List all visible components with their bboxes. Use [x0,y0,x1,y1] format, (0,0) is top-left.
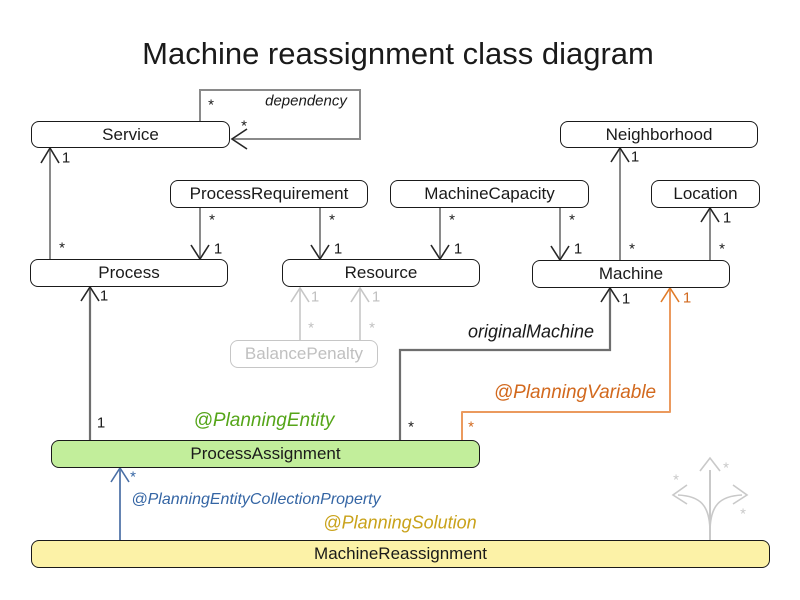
planning-variable-annotation: @PlanningVariable [493,382,657,403]
multiplicity-label-10: * [569,211,575,229]
association-balancepenalty-resource [290,286,370,340]
multiplicity-label-14: 1 [722,209,732,227]
multiplicity-label-29: * [740,505,746,523]
class-box-machine-capacity: MachineCapacity [390,180,589,208]
class-box-machine-reassignment: MachineReassignment [31,540,770,568]
planning-entity-collection-property-annotation: @PlanningEntityCollectionProperty [131,491,381,508]
association-machine-neighborhood [610,146,630,260]
multiplicity-label-24: * [468,418,474,436]
dependency-association [199,89,361,150]
association-processassignment-originalmachine [398,286,620,440]
multiplicity-label-16: 1 [310,288,320,306]
class-box-balance-penalty: BalancePenalty [230,340,378,368]
multiplicity-label-8: * [449,211,455,229]
multiplicity-label-5: 1 [213,240,223,258]
multiplicity-label-17: * [308,319,314,337]
multiplicity-label-25: 1 [682,289,692,307]
multiplicity-label-23: 1 [621,290,631,308]
diagram-title: Machine reassignment class diagram [142,36,654,71]
multiplicity-label-27: * [673,471,679,489]
association-machinereassignment-processassignment [110,466,130,540]
multiplicity-label-28: * [723,459,729,477]
multiplicity-label-21: 1 [96,414,106,432]
class-box-process: Process [30,259,228,287]
association-process-service [40,146,60,259]
association-machine-location [700,206,720,260]
association-planningvariable-machine [461,286,680,440]
class-box-process-requirement: ProcessRequirement [170,180,368,208]
multiplicity-label-22: * [408,418,414,436]
association-processrequirement-process [190,208,210,261]
multiplicity-label-4: * [209,211,215,229]
association-machinecapacity-resource [430,208,450,261]
multiplicity-label-3: * [59,239,65,257]
multiplicity-label-9: 1 [453,240,463,258]
class-box-location: Location [651,180,760,208]
association-processrequirement-resource [310,208,330,261]
class-box-neighborhood: Neighborhood [560,121,758,148]
multiplicity-label-2: 1 [61,149,71,167]
multiplicity-label-7: 1 [333,240,343,258]
original-machine-label: originalMachine [467,321,595,342]
class-box-resource: Resource [282,259,480,287]
multiplicity-label-6: * [329,211,335,229]
multiplicity-label-18: 1 [371,288,381,306]
class-box-service: Service [31,121,230,148]
multiplicity-label-12: 1 [630,148,640,166]
multiplicity-label-20: 1 [99,287,109,305]
multiplicity-label-0: * [208,96,214,114]
multiplicity-label-11: 1 [573,240,583,258]
multiplicity-label-1: * [241,117,247,135]
multiplicity-label-19: * [369,319,375,337]
dependency-label: dependency [265,92,347,110]
multiplicity-label-15: * [719,240,725,258]
planning-solution-annotation: @PlanningSolution [323,512,477,533]
planning-entity-annotation: @PlanningEntity [193,410,335,431]
association-processassignment-process [80,285,100,440]
multiplicity-label-26: * [130,468,136,486]
decorative-branch-arrows [671,456,749,540]
class-box-machine: Machine [532,260,730,288]
association-machinecapacity-machine [550,208,570,262]
class-box-process-assignment: ProcessAssignment [51,440,480,468]
multiplicity-label-13: * [629,240,635,258]
